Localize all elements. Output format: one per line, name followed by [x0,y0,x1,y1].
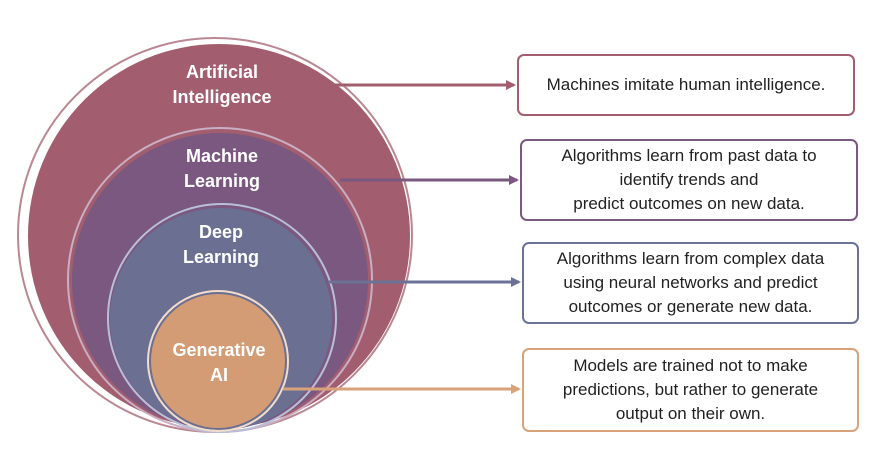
dl-label-line-2: Learning [182,247,260,267]
dl-label: Deep Learning [183,220,259,270]
ml-description-box: Algorithms learn from past data to ident… [520,139,858,221]
genai-description-line-3: output on their own. [615,404,766,423]
ml-label: Machine Learning [184,144,260,194]
ai-label-line-1: Artificial [185,62,259,82]
genai-label-line-1: Generative [172,340,266,360]
ml-description-line-2: identify trends and [619,170,759,189]
genai-circle-outline [147,290,289,432]
dl-description-line-3: outcomes or generate new data. [568,297,813,316]
genai-description-line-1: Models are trained not to make [573,356,808,375]
ml-label-line-2: Learning [183,171,261,191]
ml-description-line-3: predict outcomes on new data. [573,194,805,213]
dl-description-line-1: Algorithms learn from complex data [556,249,825,268]
genai-description-line-2: predictions, but rather to generate [562,380,819,399]
dl-description-box: Algorithms learn from complex data using… [522,242,859,324]
dl-circle-outline [107,203,337,433]
genai-label-line-2: AI [210,365,228,385]
genai-label: Generative AI [172,338,265,388]
ml-description-line-1: Algorithms learn from past data to [561,146,817,165]
ai-description-line-1: Machines imitate human intelligence. [546,75,826,94]
dl-description-line-2: using neural networks and predict [563,273,818,292]
ml-label-line-1: Machine [185,146,259,166]
ai-description-box: Machines imitate human intelligence. [517,54,855,116]
genai-description-box: Models are trained not to make predictio… [522,348,859,432]
dl-label-line-1: Deep [198,222,244,242]
genai-circle [151,294,285,428]
ai-label-line-2: Intelligence [172,87,272,107]
ai-label: Artificial Intelligence [172,60,271,110]
